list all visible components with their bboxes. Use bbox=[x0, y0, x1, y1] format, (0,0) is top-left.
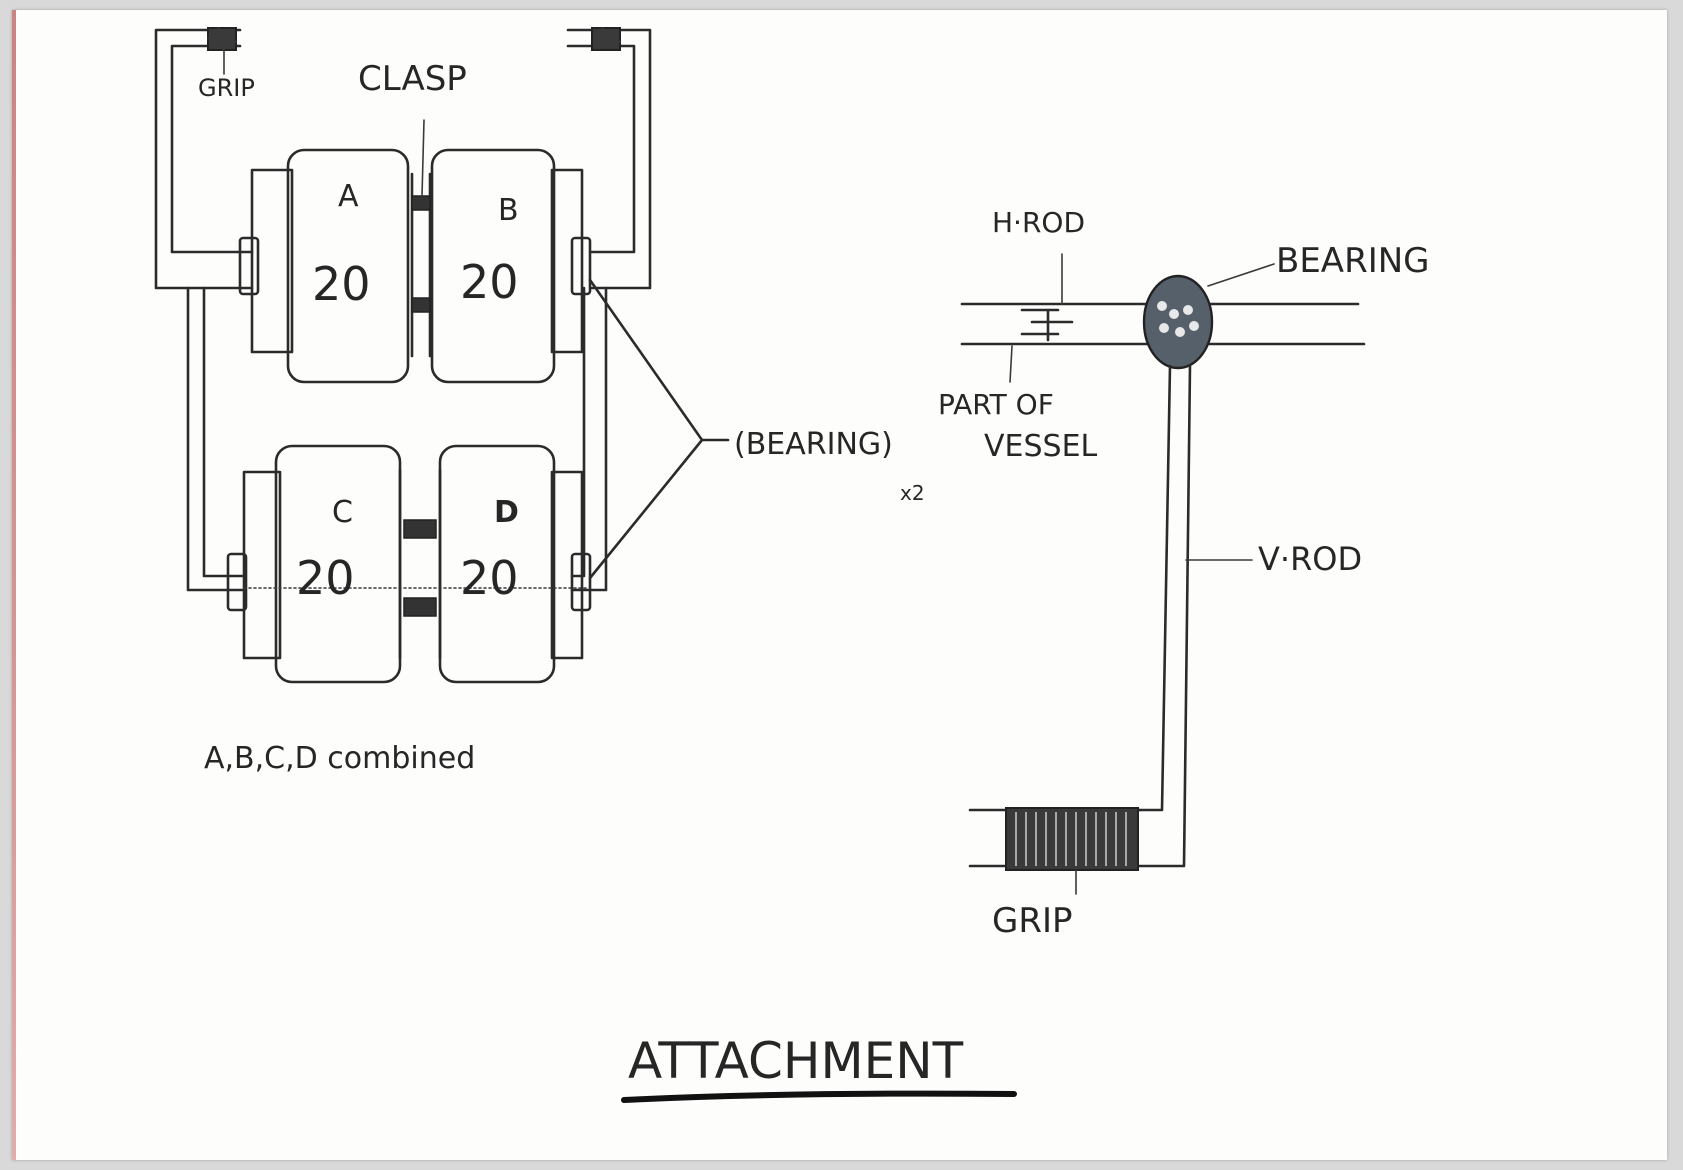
box-b bbox=[430, 148, 592, 384]
label-v-rod: V·ROD bbox=[1258, 540, 1362, 578]
title-underline bbox=[621, 1090, 1017, 1103]
box-c-letter: C bbox=[332, 495, 353, 530]
page-title: ATTACHMENT bbox=[628, 1032, 964, 1090]
bearing-right bbox=[1142, 263, 1275, 370]
clasp-strip-top bbox=[410, 119, 432, 358]
box-a-value: 20 bbox=[312, 257, 371, 311]
label-bearing-right: BEARING bbox=[1276, 241, 1430, 281]
box-a-letter: A bbox=[338, 179, 359, 214]
label-grip-bottom: GRIP bbox=[992, 901, 1073, 941]
label-h-rod: H·ROD bbox=[992, 206, 1085, 239]
box-d-value: 20 bbox=[460, 551, 519, 605]
label-grip-top: GRIP bbox=[198, 74, 255, 102]
label-bearing-multiplier: x2 bbox=[900, 481, 925, 505]
label-clasp: CLASP bbox=[358, 59, 467, 99]
bearing-leader-lines bbox=[588, 278, 730, 580]
box-c-value: 20 bbox=[296, 551, 355, 605]
label-bearing-center: (BEARING) bbox=[734, 427, 893, 462]
grip-top-left bbox=[207, 27, 237, 75]
label-part-of: PART OF bbox=[938, 388, 1054, 421]
grip-bottom bbox=[1005, 807, 1139, 895]
box-d-letter: D bbox=[494, 495, 519, 530]
attachment-diagram: GRIP CLASP A B 20 20 C D 20 20 A,B,C,D c… bbox=[154, 27, 1430, 1103]
box-b-letter: B bbox=[498, 193, 519, 228]
box-b-value: 20 bbox=[460, 255, 519, 309]
paper-sheet: GRIP CLASP A B 20 20 C D 20 20 A,B,C,D c… bbox=[12, 10, 1667, 1160]
label-combined: A,B,C,D combined bbox=[204, 741, 475, 776]
label-vessel: VESSEL bbox=[984, 429, 1098, 464]
grip-top-right bbox=[591, 27, 621, 51]
clasp-strip-bottom bbox=[243, 468, 589, 660]
left-handle-frame bbox=[154, 28, 652, 592]
box-a bbox=[238, 148, 410, 384]
paper-edge bbox=[12, 10, 16, 1160]
